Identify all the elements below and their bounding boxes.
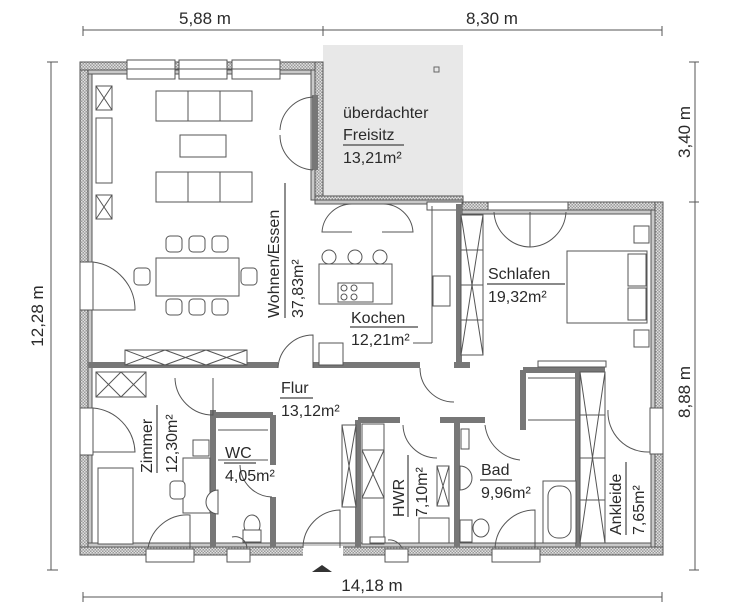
svg-text:Zimmer: Zimmer — [139, 418, 156, 473]
svg-text:37,83m²: 37,83m² — [290, 259, 307, 318]
dimension-top-right: 8,30 m — [466, 9, 518, 28]
svg-text:Bad: Bad — [481, 462, 509, 479]
room-label-hwr: HWR 7,10m² — [391, 455, 431, 517]
kitchen-furniture — [318, 203, 451, 366]
svg-text:Schlafen: Schlafen — [488, 266, 550, 283]
dimension-top-left: 5,88 m — [179, 9, 231, 28]
room-label-ankleide: Ankleide 7,65m² — [608, 462, 648, 535]
living-furniture — [92, 85, 314, 366]
room-label-terrace: überdachter Freisitz 13,21m² — [343, 105, 429, 167]
dimension-lines — [47, 26, 699, 602]
svg-text:Freisitz: Freisitz — [343, 127, 395, 144]
bedroom-furniture — [460, 211, 650, 356]
svg-text:12,21m²: 12,21m² — [351, 332, 410, 349]
bad-fixtures — [459, 360, 607, 549]
room-label-schlafen: Schlafen 19,32m² — [487, 266, 565, 306]
svg-text:13,21m²: 13,21m² — [343, 150, 402, 167]
room-label-wohnen-essen: Wohnen/Essen 37,83m² — [266, 183, 307, 318]
dimension-bottom: 14,18 m — [341, 576, 402, 595]
svg-text:7,10m²: 7,10m² — [414, 467, 431, 517]
svg-text:19,32m²: 19,32m² — [488, 289, 547, 306]
window-left-zimmer — [79, 407, 94, 456]
zimmer-furniture — [92, 371, 214, 549]
window-left-living — [79, 261, 94, 311]
svg-text:Ankleide: Ankleide — [608, 474, 625, 535]
svg-text:Wohnen/Essen: Wohnen/Essen — [266, 210, 283, 318]
hwr-fixtures — [341, 423, 450, 549]
windows-top-bedroom — [426, 201, 569, 211]
room-label-bad: Bad 9,96m² — [480, 462, 531, 502]
ankleide-fixtures — [579, 371, 651, 544]
room-label-zimmer: Zimmer 12,30m² — [139, 405, 181, 473]
windows-top-living — [126, 59, 281, 80]
hall-doors — [277, 334, 455, 549]
svg-text:überdachter: überdachter — [343, 105, 429, 122]
windows-bottom — [145, 548, 541, 563]
terrace-post — [433, 66, 440, 73]
svg-text:7,65m²: 7,65m² — [631, 485, 648, 535]
dimension-left: 12,28 m — [28, 285, 47, 346]
wc-fixtures — [205, 429, 273, 549]
dimension-right-bottom: 8,88 m — [675, 366, 694, 418]
terrace-area — [323, 45, 463, 203]
room-label-wc: WC 4,05m² — [224, 445, 275, 485]
entrance-gap — [303, 546, 343, 556]
svg-text:4,05m²: 4,05m² — [225, 468, 275, 485]
svg-text:Kochen: Kochen — [351, 310, 405, 327]
window-right-ankleide — [649, 407, 664, 455]
svg-text:Flur: Flur — [281, 380, 309, 397]
room-label-kochen: Kochen 12,21m² — [350, 310, 418, 349]
room-label-flur: Flur 13,12m² — [280, 380, 340, 420]
entrance-arrow-icon — [312, 565, 332, 572]
svg-text:HWR: HWR — [391, 479, 408, 517]
svg-text:13,12m²: 13,12m² — [281, 403, 340, 420]
svg-text:WC: WC — [225, 445, 252, 462]
svg-text:9,96m²: 9,96m² — [481, 485, 531, 502]
svg-text:12,30m²: 12,30m² — [164, 414, 181, 473]
dimension-right-top: 3,40 m — [675, 106, 694, 158]
